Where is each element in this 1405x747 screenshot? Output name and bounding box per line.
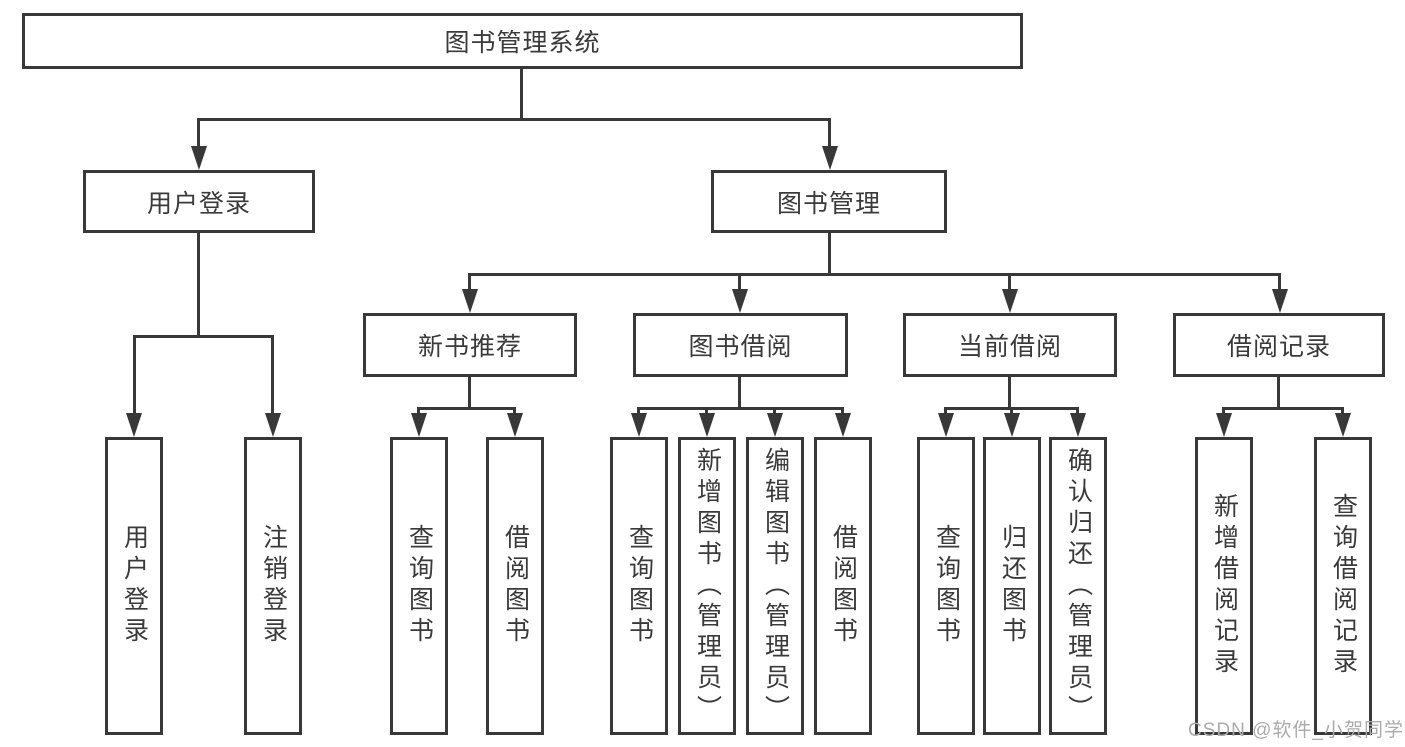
leaf-query-books-borrowing: 查询图书 [610, 437, 668, 735]
connector-line [197, 118, 831, 121]
connector-line [468, 377, 471, 410]
connector-line [133, 335, 136, 417]
arrow-down-icon [507, 413, 523, 437]
leaf-return-books: 归还图书 [983, 437, 1041, 735]
connector-line [1010, 407, 1013, 417]
arrow-down-icon [462, 289, 478, 313]
connector-line [1008, 273, 1011, 295]
node-user-login: 用户登录 [83, 170, 315, 233]
leaf-query-books-current: 查询图书 [917, 437, 975, 735]
connector-line [1008, 377, 1011, 410]
connector-line [271, 335, 274, 417]
arrow-down-icon [1002, 289, 1018, 313]
csdn-watermark: CSDN @软件_小贺同学 [1188, 720, 1404, 741]
arrow-down-icon [1070, 413, 1086, 437]
arrow-down-icon [191, 146, 207, 170]
arrow-down-icon [1004, 413, 1020, 437]
leaf-query-borrow-record: 查询借阅记录 [1314, 437, 1372, 735]
connector-line [520, 69, 523, 119]
connector-line [705, 407, 708, 417]
leaf-borrow-books: 借阅图书 [814, 437, 872, 735]
connector-line [197, 233, 200, 335]
leaf-confirm-return-admin: 确认归还（管理员） [1049, 437, 1107, 735]
arrow-down-icon [631, 413, 647, 437]
connector-line [417, 407, 420, 417]
leaf-borrow-books-recommend: 借阅图书 [486, 437, 544, 735]
connector-line [944, 407, 947, 417]
connector-line [773, 407, 776, 417]
arrow-down-icon [1335, 413, 1351, 437]
node-library-management-system: 图书管理系统 [22, 13, 1023, 69]
connector-line [828, 118, 831, 150]
arrow-down-icon [411, 413, 427, 437]
leaf-user-login: 用户登录 [105, 437, 163, 735]
node-book-borrowing: 图书借阅 [633, 313, 848, 377]
arrow-down-icon [1216, 413, 1232, 437]
node-borrowing-records: 借阅记录 [1173, 313, 1385, 377]
connector-line [1222, 407, 1343, 410]
node-new-book-recommend: 新书推荐 [363, 313, 577, 377]
connector-line [1222, 407, 1225, 417]
leaf-query-books-recommend: 查询图书 [390, 437, 448, 735]
connector-line [828, 233, 831, 273]
arrow-down-icon [822, 146, 838, 170]
arrow-down-icon [265, 413, 281, 437]
connector-line [841, 407, 844, 417]
connector-line [1278, 273, 1281, 295]
connector-line [468, 273, 471, 295]
leaf-add-borrow-record: 新增借阅记录 [1195, 437, 1253, 735]
connector-line [197, 118, 200, 150]
arrow-down-icon [699, 413, 715, 437]
node-book-management: 图书管理 [711, 170, 947, 233]
arrow-down-icon [1272, 289, 1288, 313]
arrow-down-icon [938, 413, 954, 437]
arrow-down-icon [732, 289, 748, 313]
leaf-edit-books-admin: 编辑图书（管理员） [746, 437, 804, 735]
connector-line [1277, 377, 1280, 410]
connector-line [513, 407, 516, 417]
connector-line [133, 335, 274, 338]
leaf-logout: 注销登录 [244, 437, 302, 735]
connector-line [738, 273, 741, 295]
arrow-down-icon [767, 413, 783, 437]
connector-line [468, 273, 1281, 276]
connector-line [637, 407, 844, 410]
arrow-down-icon [126, 413, 142, 437]
node-current-borrowing: 当前借阅 [903, 313, 1117, 377]
connector-line [1341, 407, 1344, 417]
connector-line [1076, 407, 1079, 417]
connector-line [738, 377, 741, 410]
connector-line [637, 407, 640, 417]
connector-line [417, 407, 516, 410]
arrow-down-icon [835, 413, 851, 437]
leaf-add-books-admin: 新增图书（管理员） [678, 437, 736, 735]
